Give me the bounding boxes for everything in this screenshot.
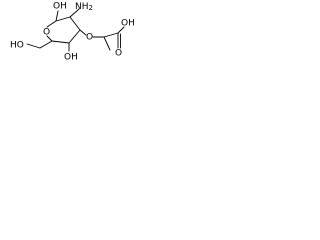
label-amino-n: NH [75,2,89,12]
bond-c6-o [26,43,41,49]
bond-c5-o [46,35,53,42]
bond-c5-c6 [39,40,53,49]
bond-c4-c5 [51,40,70,44]
bond-c2-c3 [69,16,81,31]
label-acid-hydroxyl: OH [121,19,135,29]
bond-c1-oh [55,10,59,22]
bond-c3-o [79,29,87,36]
label-c1-hydroxyl: OH [53,2,67,12]
bond-cα-ch3 [103,36,111,51]
substituent-bonds [26,8,125,52]
bond-c1-c2 [55,16,71,22]
label-c4-hydroxyl: OH [64,53,78,63]
bond-c-oh [117,26,125,34]
structure-diagram: OH NH2 O HO OH O OH O [10,2,135,63]
label-carbonyl-oxygen: O [115,49,122,59]
label-ether-oxygen: O [86,33,93,43]
bond-cα-cooh [103,32,119,38]
bond-o-c1 [46,20,57,28]
bond-c2-n [69,8,80,18]
label-amino: NH2 [75,2,93,13]
molecule-structure: OH NH2 O HO OH O OH O [0,0,157,86]
ring-bonds [46,16,81,44]
bond-c3-c4 [68,29,81,44]
label-amino-subscript: 2 [89,4,93,12]
label-c6-hydroxyl: HO [10,41,24,51]
label-ring-oxygen: O [43,28,50,38]
